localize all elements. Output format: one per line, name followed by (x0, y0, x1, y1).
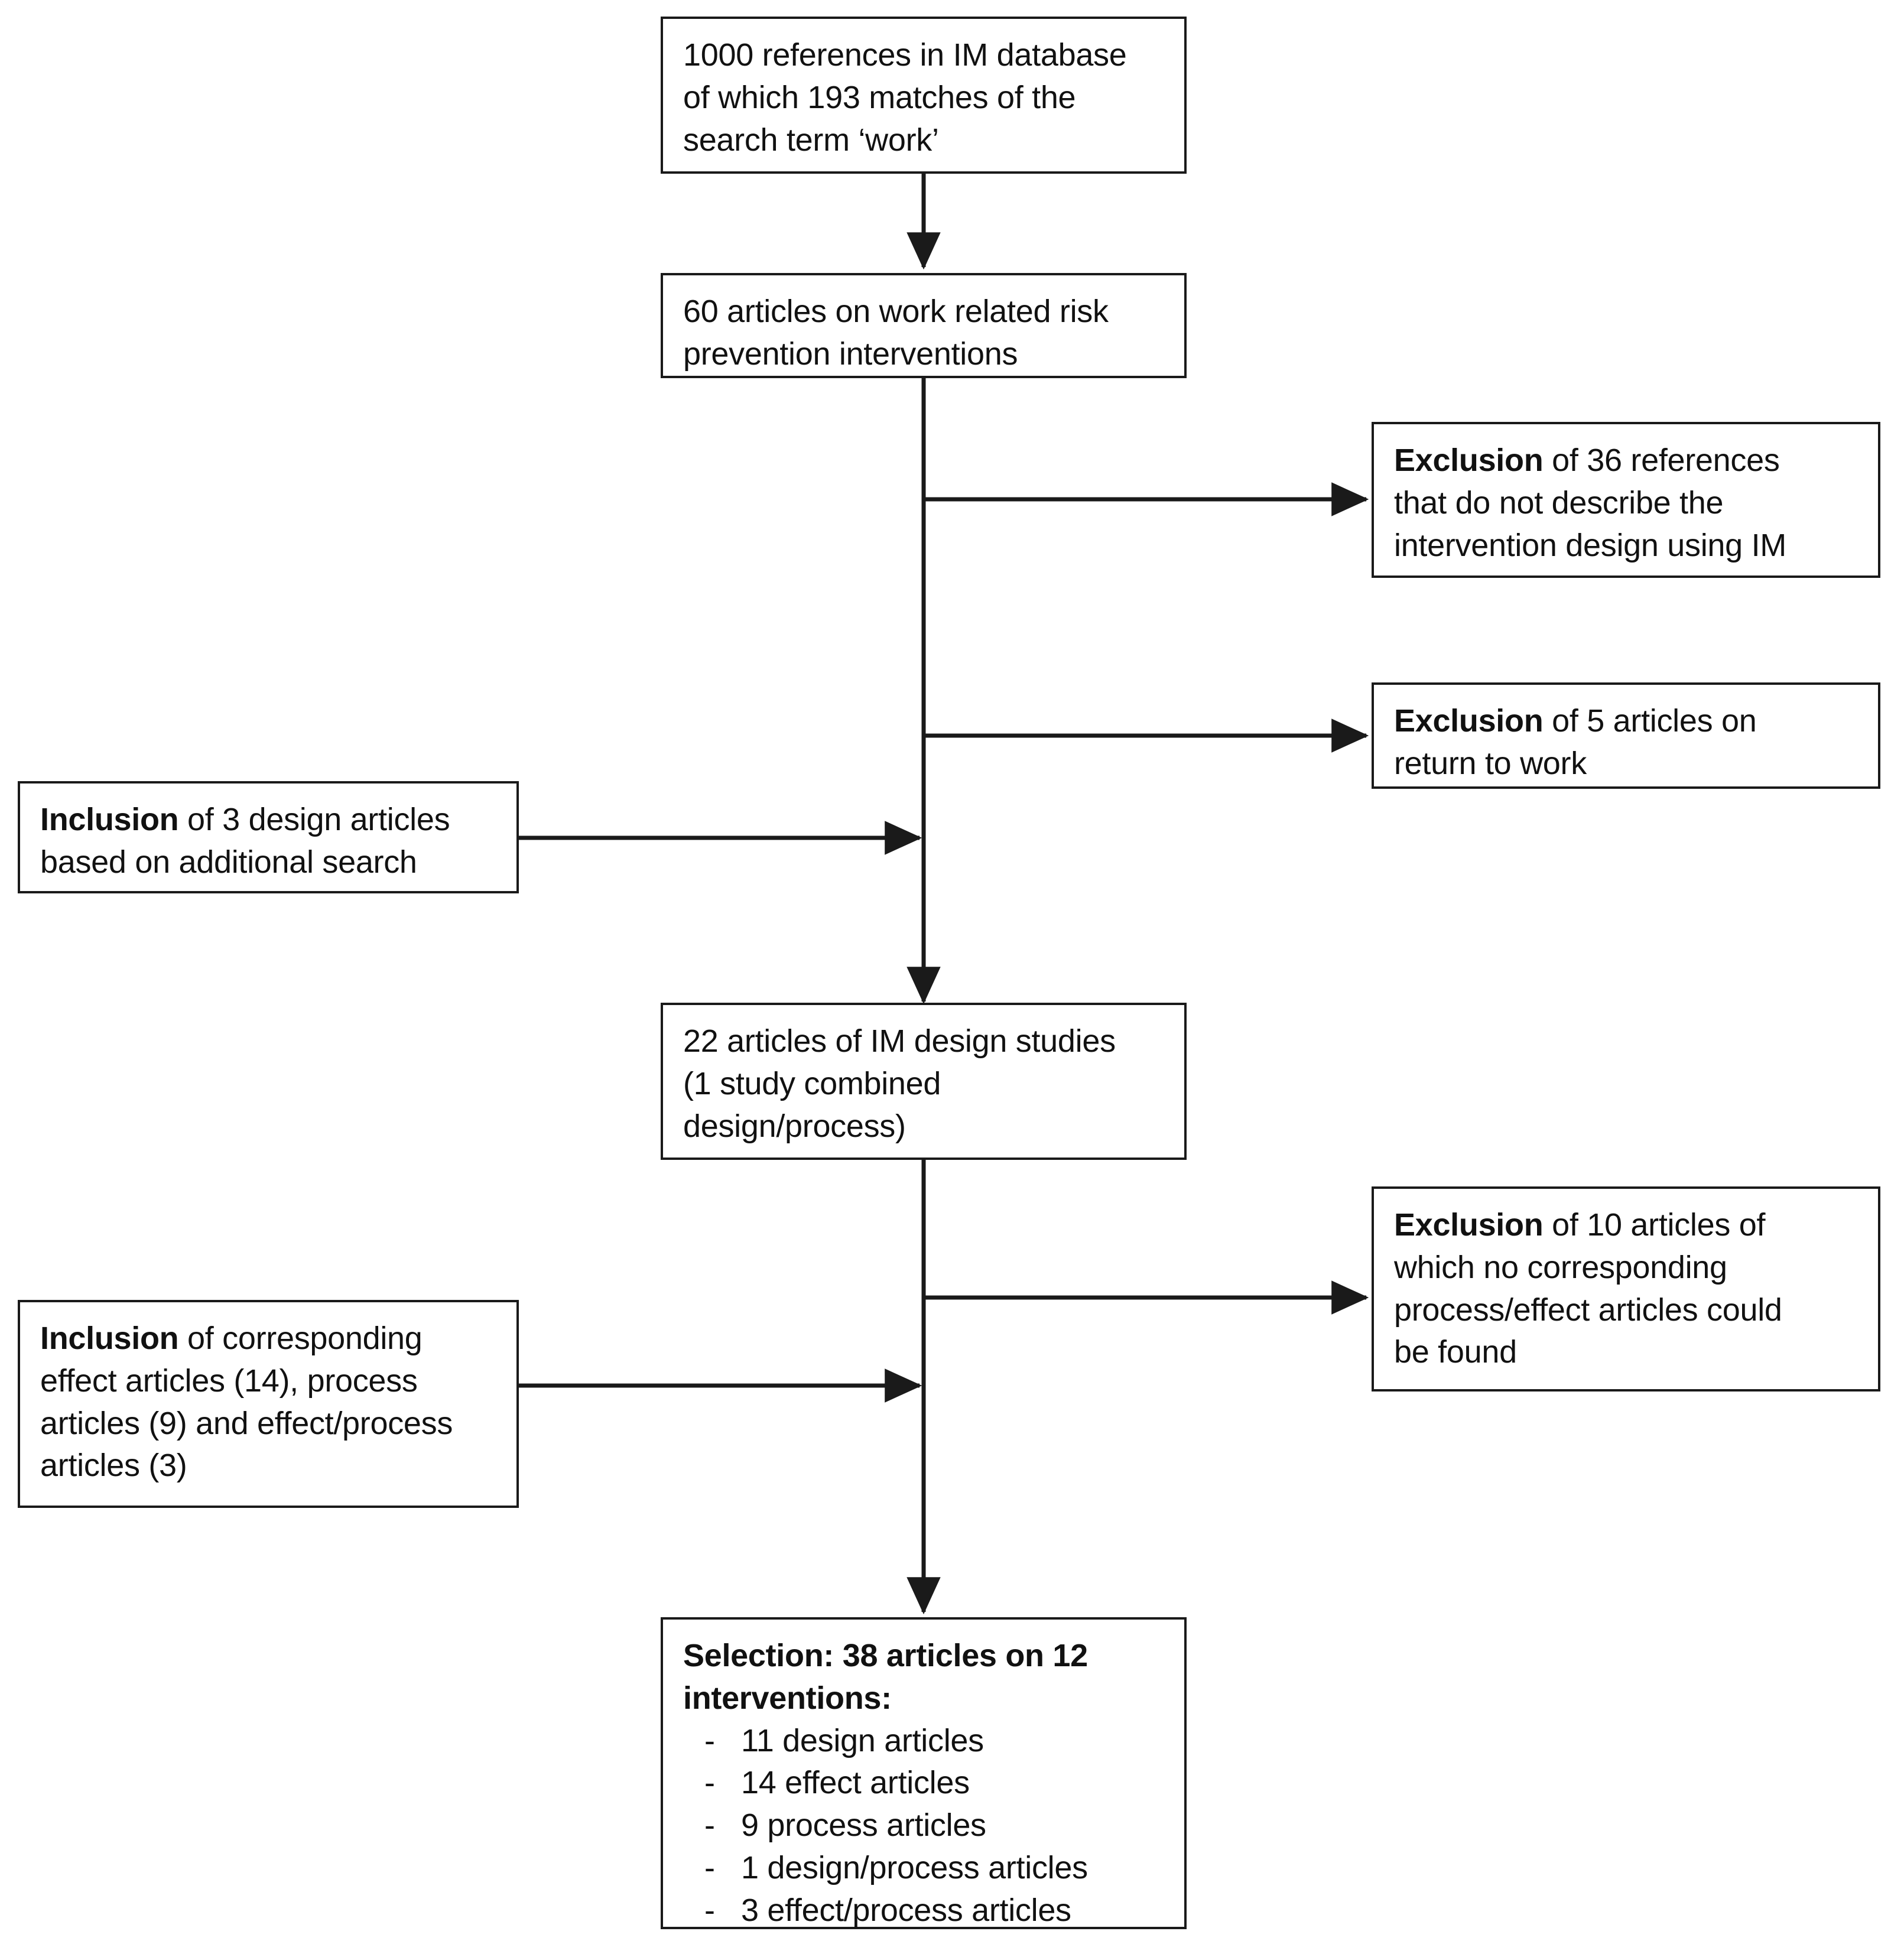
node-inclusion-corresponding-articles: Inclusion of corresponding effect articl… (18, 1300, 519, 1508)
bullet-dash-marker: - (704, 1722, 715, 1758)
work-related-line-2: prevention interventions (683, 336, 1018, 372)
exclusion-10-line-2: which no corresponding (1394, 1249, 1727, 1285)
selection-heading-line-2: interventions: (683, 1680, 892, 1716)
exclusion-5-line-1-rest: of 5 articles on (1543, 703, 1757, 739)
list-item: - 9 process articles (683, 1805, 1167, 1847)
exclusion-10-line-1-rest: of 10 articles of (1543, 1207, 1766, 1243)
node-exclusion-5-articles: Exclusion of 5 articles on return to wor… (1372, 682, 1880, 789)
bullet-text: 9 process articles (741, 1807, 986, 1844)
im-design-line-3: design/process) (683, 1108, 906, 1144)
exclusion-36-line-1: Exclusion of 36 references (1394, 440, 1860, 482)
inclusion-corresponding-line-1-rest: of corresponding (178, 1321, 423, 1356)
exclusion-10-line-4: be found (1394, 1334, 1517, 1370)
exclusion-5-lead: Exclusion (1394, 703, 1544, 739)
node-inclusion-3-design-articles: Inclusion of 3 design articles based on … (18, 781, 519, 893)
list-item: - 1 design/process articles (683, 1847, 1167, 1890)
exclusion-36-line-2: that do not describe the (1394, 485, 1724, 521)
bullet-dash-marker: - (704, 1892, 715, 1928)
inclusion-corresponding-line-4: articles (3) (40, 1448, 187, 1484)
inclusion-corresponding-line-3: articles (9) and effect/process (40, 1405, 453, 1441)
inclusion-corresponding-line-1: Inclusion of corresponding (40, 1318, 499, 1360)
work-related-line-1: 60 articles on work related risk (683, 294, 1109, 329)
exclusion-36-line-1-rest: of 36 references (1543, 443, 1780, 478)
im-design-line-1: 22 articles of IM design studies (683, 1023, 1116, 1059)
im-design-line-2: (1 study combined (683, 1065, 941, 1101)
exclusion-10-lead: Exclusion (1394, 1207, 1544, 1243)
exclusion-5-line-2: return to work (1394, 745, 1587, 781)
inclusion-3-line-1: Inclusion of 3 design articles (40, 799, 499, 841)
list-item: - 3 effect/process articles (683, 1890, 1167, 1932)
node-source-records: 1000 references in IM database of which … (661, 17, 1187, 174)
bullet-dash-marker: - (704, 1765, 715, 1801)
exclusion-10-line-3: process/effect articles could (1394, 1292, 1782, 1328)
node-exclusion-10-articles: Exclusion of 10 articles of which no cor… (1372, 1186, 1880, 1391)
node-work-related-articles: 60 articles on work related risk prevent… (661, 273, 1187, 378)
bullet-text: 3 effect/process articles (741, 1892, 1071, 1928)
bullet-text: 14 effect articles (741, 1765, 970, 1801)
list-item: - 14 effect articles (683, 1762, 1167, 1805)
selection-heading-line-1: Selection: 38 articles on 12 (683, 1638, 1088, 1673)
bullet-dash-marker: - (704, 1807, 715, 1844)
exclusion-36-lead: Exclusion (1394, 443, 1544, 478)
bullet-text: 1 design/process articles (741, 1850, 1088, 1886)
inclusion-3-line-1-rest: of 3 design articles (178, 802, 450, 837)
inclusion-corresponding-lead: Inclusion (40, 1321, 179, 1356)
node-im-design-studies: 22 articles of IM design studies (1 stud… (661, 1003, 1187, 1160)
source-records-line-1: 1000 references in IM database (683, 37, 1127, 73)
inclusion-3-lead: Inclusion (40, 802, 179, 837)
source-records-line-2: of which 193 matches of the (683, 79, 1076, 115)
exclusion-36-line-3: intervention design using IM (1394, 527, 1786, 563)
exclusion-10-line-1: Exclusion of 10 articles of (1394, 1204, 1860, 1247)
node-selection-summary: Selection: 38 articles on 12 interventio… (661, 1617, 1187, 1929)
node-exclusion-36-references: Exclusion of 36 references that do not d… (1372, 422, 1880, 578)
bullet-text: 11 design articles (741, 1722, 984, 1758)
selection-bullet-list: - 11 design articles - 14 effect article… (683, 1720, 1167, 1932)
source-records-line-3: search term ‘work’ (683, 122, 939, 158)
inclusion-3-line-2: based on additional search (40, 844, 417, 880)
exclusion-5-line-1: Exclusion of 5 articles on (1394, 700, 1860, 743)
bullet-dash-marker: - (704, 1850, 715, 1886)
inclusion-corresponding-line-2: effect articles (14), process (40, 1363, 418, 1399)
list-item: - 11 design articles (683, 1720, 1167, 1763)
